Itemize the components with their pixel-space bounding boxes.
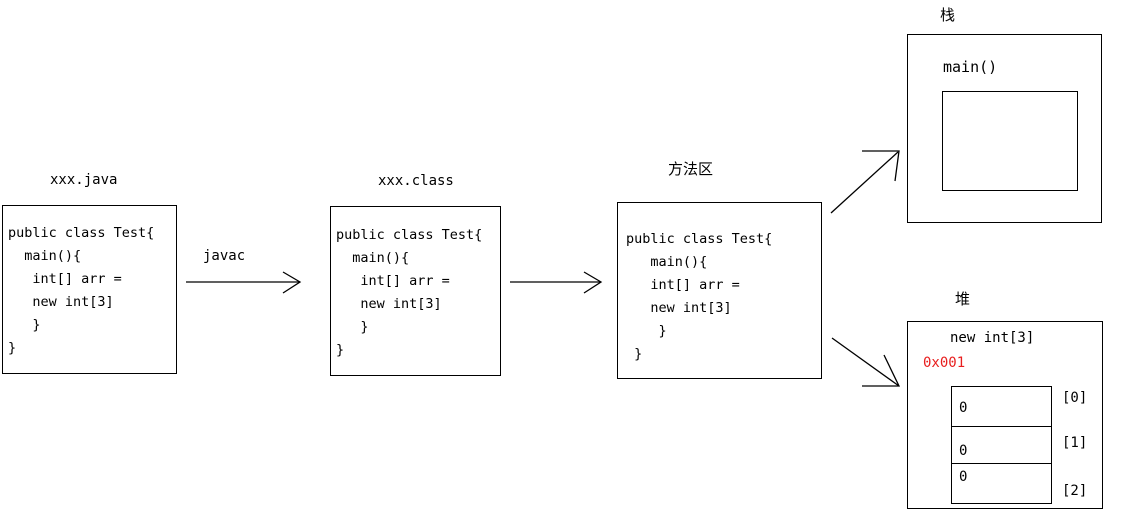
class-file-code: public class Test{ main(){ int[] arr = n… — [336, 227, 483, 358]
heap-array-box — [951, 386, 1052, 504]
class-file-box — [330, 206, 501, 376]
arrow-to-stack — [830, 150, 900, 214]
heap-array-divider-0 — [951, 426, 1052, 427]
stack-box — [907, 34, 1102, 223]
source-file-caption: xxx.java — [50, 172, 118, 188]
arrow-classload — [510, 271, 603, 294]
method-area-caption: 方法区 — [668, 160, 714, 178]
stack-caption: 栈 — [940, 6, 956, 24]
heap-box — [907, 321, 1103, 509]
heap-array-cell-value: 0 — [959, 443, 968, 459]
stack-frame-box — [942, 91, 1078, 191]
heap-address-label: 0x001 — [923, 355, 966, 371]
source-file-box — [2, 205, 177, 374]
heap-array-index-label: [0] — [1062, 390, 1088, 406]
heap-caption: 堆 — [955, 290, 971, 308]
heap-array-divider-1 — [951, 463, 1052, 464]
heap-array-cell-value: 0 — [959, 400, 968, 416]
arrow-javac — [186, 271, 302, 294]
heap-alloc-label: new int[3] — [950, 330, 1035, 346]
method-area-box — [617, 202, 822, 379]
stack-frame-label: main() — [943, 58, 998, 76]
heap-array-index-label: [1] — [1062, 435, 1088, 451]
class-file-caption: xxx.class — [378, 173, 454, 189]
method-area-code: public class Test{ main(){ int[] arr = n… — [626, 231, 773, 362]
arrow-to-heap — [831, 337, 901, 387]
heap-array-index-label: [2] — [1062, 483, 1088, 499]
source-file-code: public class Test{ main(){ int[] arr = n… — [8, 225, 155, 356]
arrow-javac-label: javac — [203, 248, 246, 264]
heap-array-cell-value: 0 — [959, 469, 968, 485]
